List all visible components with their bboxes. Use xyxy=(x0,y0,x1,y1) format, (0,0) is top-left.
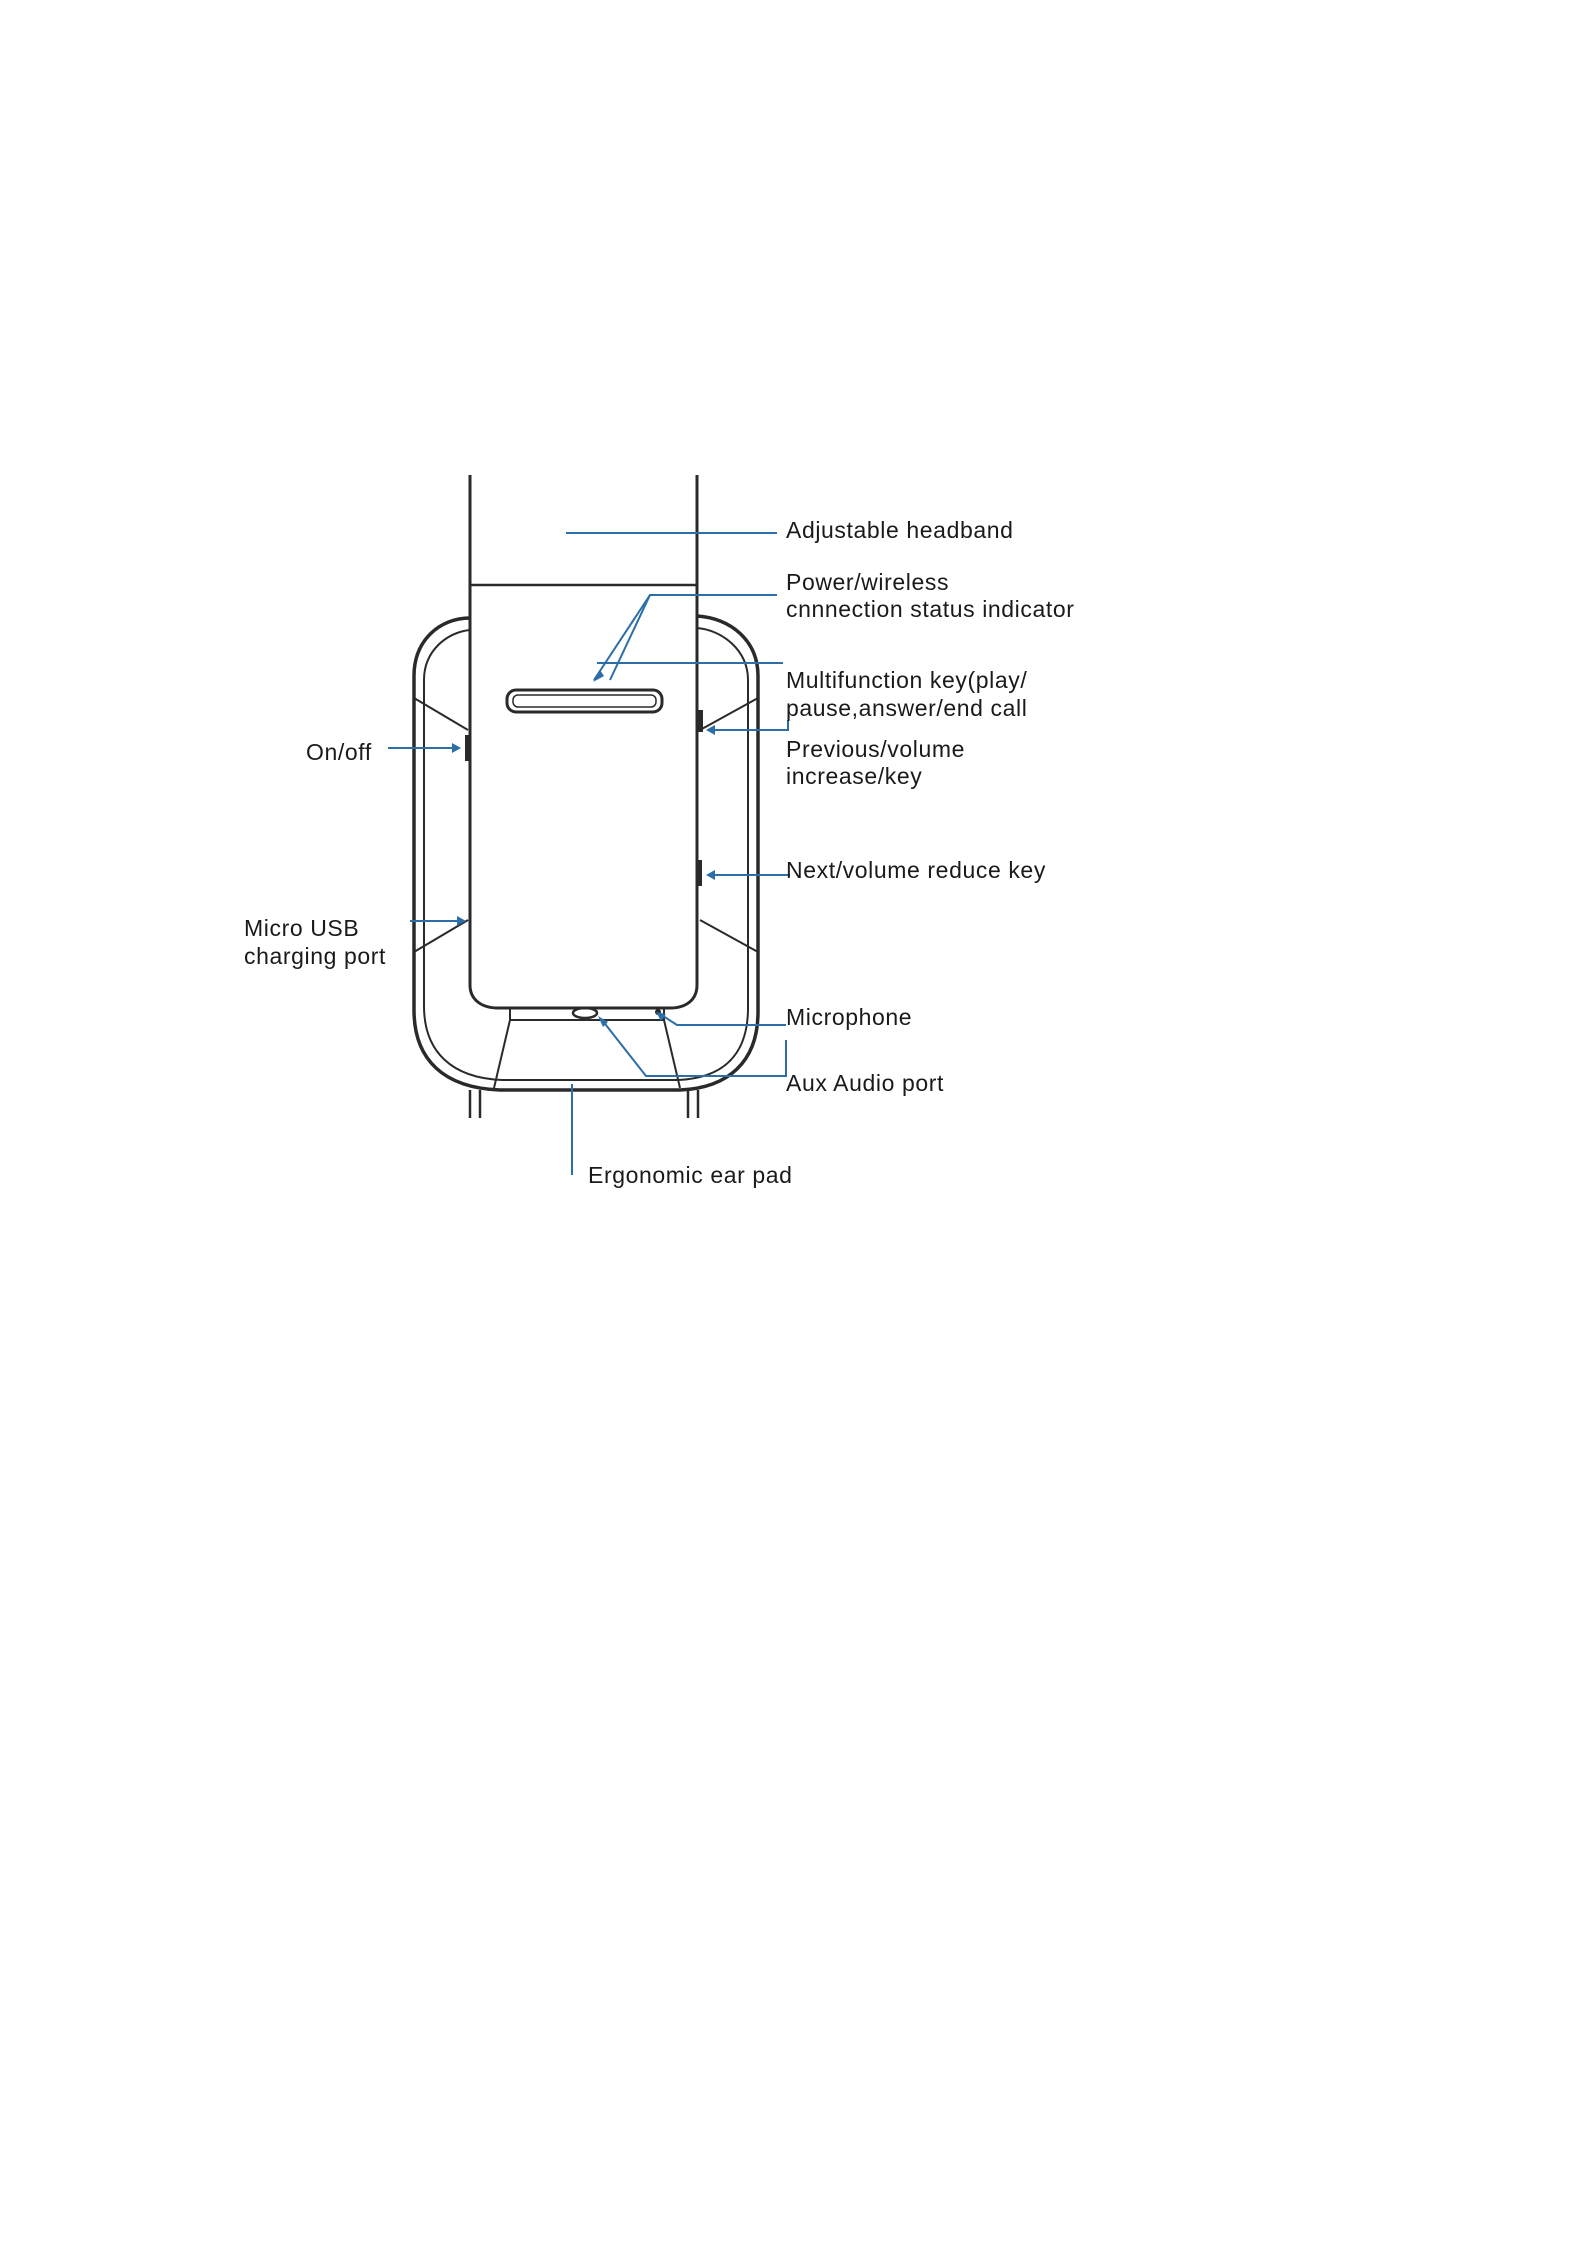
label-previous-line2: increase/key xyxy=(786,762,922,790)
label-micro-usb-line2: charging port xyxy=(244,942,386,970)
side-buttons xyxy=(465,710,703,886)
led-indicator-bar xyxy=(507,690,662,712)
label-power-indicator-line2: cnnnection status indicator xyxy=(786,595,1075,623)
label-multifunction-line1: Multifunction key(play/ xyxy=(786,666,1027,694)
label-adjustable-headband: Adjustable headband xyxy=(786,516,1014,544)
label-on-off: On/off xyxy=(306,738,372,766)
front-plate xyxy=(470,585,697,1020)
label-aux-audio: Aux Audio port xyxy=(786,1069,944,1097)
label-previous-line1: Previous/volume xyxy=(786,735,965,763)
label-power-indicator-line1: Power/wireless xyxy=(786,568,949,596)
headband xyxy=(470,475,697,585)
label-next-volume: Next/volume reduce key xyxy=(786,856,1046,884)
label-ear-pad: Ergonomic ear pad xyxy=(588,1161,793,1189)
label-micro-usb-line1: Micro USB xyxy=(244,914,359,942)
label-microphone: Microphone xyxy=(786,1003,912,1031)
label-multifunction-line2: pause,answer/end call xyxy=(786,694,1027,722)
